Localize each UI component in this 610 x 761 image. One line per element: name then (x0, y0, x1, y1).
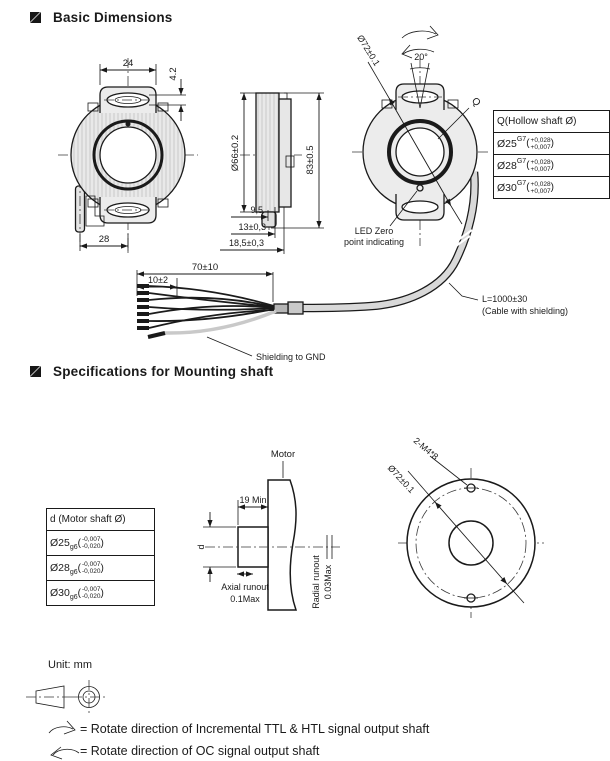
front-view: 24 4.2 28 (58, 58, 198, 254)
radial-note-2: 0.03Max (323, 564, 333, 599)
legend-ttl: = Rotate direction of Incremental TTL & … (48, 720, 430, 736)
dim-step1: 9,5 (250, 205, 263, 215)
axial-note-2: 0.1Max (230, 594, 260, 604)
section-bullet-icon (30, 366, 41, 377)
led-note-1: LED Zero (355, 226, 394, 236)
legend-ttl-text: = Rotate direction of Incremental TTL & … (80, 722, 430, 736)
section-title: Basic Dimensions (53, 10, 173, 25)
table-header: d (Motor shaft Ø) (47, 509, 154, 531)
led-zero-dot (416, 184, 424, 192)
dim-shaft-d: d (196, 544, 206, 549)
screws-label: 2-M4*8 (412, 436, 441, 462)
axial-note-1: Axial runout (221, 582, 269, 592)
cable-assembly: 70±10 10±2 Shielding to GND L=1000±30 (C… (136, 171, 568, 362)
section-header-basic: Basic Dimensions (30, 10, 173, 25)
cable-length-note-sub: (Cable with shielding) (482, 306, 568, 316)
dim-fanout: 70±10 (192, 262, 218, 273)
dim-strip: 10±2 (148, 275, 168, 285)
unit-label: Unit: mm (48, 659, 92, 671)
rotate-cw-icon (401, 25, 439, 40)
radial-note-1: Radial runout (311, 555, 321, 609)
section-title: Specifications for Mounting shaft (53, 364, 274, 379)
dim-bolt-circle-mount: Ø72±0.1 (386, 463, 417, 495)
motor-shaft-drawing: Motor 19 Min d Axial runout 0.1Max Radia… (196, 449, 340, 611)
section-header-mounting: Specifications for Mounting shaft (30, 364, 273, 379)
dim-insert-depth: 19 Min (239, 495, 266, 505)
rotate-cw-icon (48, 720, 76, 735)
rotate-ccw-icon (50, 746, 80, 760)
hollow-shaft-label: Q (469, 96, 482, 109)
section-bullet-icon (30, 12, 41, 23)
dim-body-diameter: Ø66±0.2 (230, 135, 241, 171)
cable-length-note: L=1000±30 (482, 294, 527, 304)
dim-tab-width: 24 (123, 58, 134, 69)
projection-symbol-icon (26, 680, 106, 714)
dim-step3: 18,5±0,3 (229, 238, 264, 248)
table-header: Q(Hollow shaft Ø) (494, 111, 609, 133)
dim-slot-height: 4.2 (168, 67, 179, 80)
led-note-2: point indicating (344, 237, 404, 247)
rotate-ccw-icon (401, 44, 435, 59)
dim-step2: 13±0,3 (239, 222, 266, 232)
front-led-dot (125, 121, 131, 127)
footer: Unit: mm = Rotate direction of Increment… (26, 659, 430, 760)
dim-tab-angle: 20° (414, 52, 428, 62)
side-view: Ø66±0.2 83±0.5 9,5 13±0,3 18,5±0,3 (220, 92, 324, 254)
dim-cable-offset: 28 (99, 234, 110, 245)
motor-label: Motor (271, 449, 295, 460)
legend-oc-text: = Rotate direction of OC signal output s… (80, 744, 320, 758)
wire-fan (148, 285, 275, 329)
dim-total-height: 83±0.5 (305, 146, 316, 175)
mounting-face-drawing: Ø72±0.1 2-M4*8 (386, 436, 544, 618)
shield-note: Shielding to GND (256, 352, 326, 362)
rear-view: 20° Ø72±0.1 Q LED Zero point indicating (344, 25, 488, 247)
wire-tips (137, 284, 149, 330)
legend-oc: = Rotate direction of OC signal output s… (50, 744, 320, 760)
